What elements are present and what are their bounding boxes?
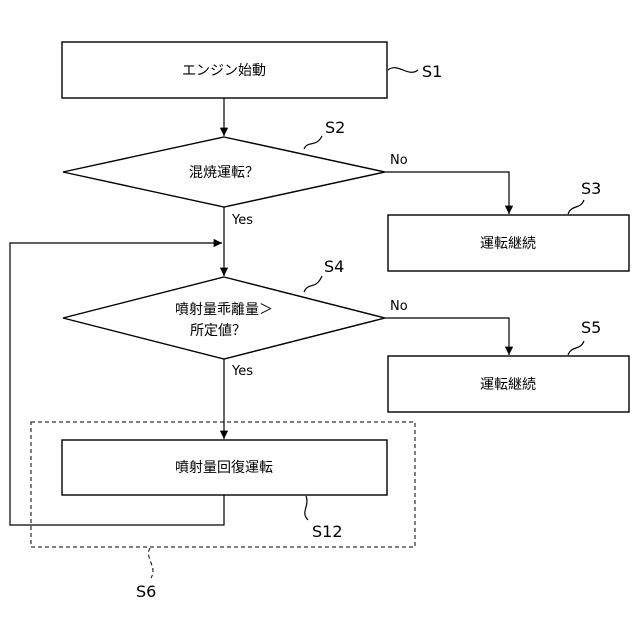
step-s12-label: 噴射量回復運転 bbox=[175, 459, 273, 476]
step-s6-ref: S6 bbox=[136, 582, 156, 601]
step-s2-no-label: No bbox=[390, 153, 408, 168]
step-s3-ref: S3 bbox=[581, 179, 601, 198]
step-s2-ref: S2 bbox=[325, 118, 345, 137]
step-s1: エンジン始動 S1 bbox=[62, 42, 442, 98]
step-s4-leader bbox=[304, 276, 322, 292]
step-s4-yes-label: Yes bbox=[231, 364, 253, 379]
step-s1-label: エンジン始動 bbox=[182, 63, 266, 79]
step-s2-label: 混焼運転？ bbox=[189, 165, 259, 181]
step-s4-diamond bbox=[63, 277, 385, 359]
step-s1-leader bbox=[388, 68, 418, 73]
step-s3-label: 運転継続 bbox=[480, 235, 536, 252]
step-s4-label-line2: 所定値？ bbox=[190, 323, 246, 339]
step-s1-ref: S1 bbox=[422, 62, 442, 81]
arrow-s4-no bbox=[385, 318, 509, 355]
step-s12: 噴射量回復運転 S12 bbox=[62, 440, 387, 541]
step-s2-yes-label: Yes bbox=[231, 213, 253, 228]
step-s4-label-line1: 噴射量乖離量＞ bbox=[175, 301, 273, 318]
step-s2-leader bbox=[304, 136, 322, 149]
arrow-s2-no bbox=[385, 172, 509, 214]
step-s5-ref: S5 bbox=[581, 318, 601, 337]
step-s6-leader bbox=[148, 548, 153, 578]
step-s12-ref: S12 bbox=[312, 522, 343, 541]
step-s3-leader bbox=[568, 200, 584, 214]
step-s5-label: 運転継続 bbox=[480, 376, 536, 393]
step-s4-ref: S4 bbox=[324, 257, 344, 276]
step-s5-leader bbox=[568, 341, 584, 355]
step-s12-leader bbox=[305, 496, 308, 520]
step-s4-no-label: No bbox=[390, 299, 408, 314]
